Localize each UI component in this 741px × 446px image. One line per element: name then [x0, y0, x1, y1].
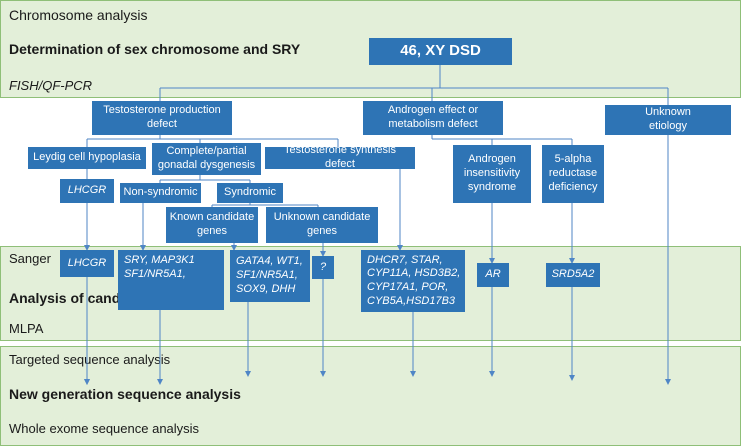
label-fish-qfpcr: FISH/QF-PCR — [9, 78, 93, 93]
label-sanger: Sanger — [9, 251, 51, 266]
box-androgen-insensitivity: Androgen insensitivity syndrome — [453, 145, 531, 203]
label-determination: Determination of sex chromosome and SRY — [9, 41, 301, 57]
box-ar-gene: AR — [477, 263, 509, 287]
box-unknown-etiology: Unknown etiology — [605, 105, 731, 135]
label-mlpa: MLPA — [9, 321, 44, 336]
box-lhcgr-top: LHCGR — [60, 179, 114, 203]
box-5-alpha-reductase: 5-alpha reductase deficiency — [542, 145, 604, 203]
box-androgen-effect: Androgen effect or metabolism defect — [363, 101, 503, 135]
box-lhcgr-gene: LHCGR — [60, 250, 114, 277]
box-gata4-genes: GATA4, WT1, SF1/NR5A1, SOX9, DHH — [230, 250, 310, 302]
label-targeted-sequence: Targeted sequence analysis — [9, 352, 171, 367]
label-whole-exome: Whole exome sequence analysis — [9, 421, 200, 436]
box-testosterone-production-defect: Testosterone production defect — [92, 101, 232, 135]
box-sry-genes: SRY, MAP3K1 SF1/NR5A1, — [118, 250, 224, 310]
box-unknown-candidate-genes: Unknown candidate genes — [266, 207, 378, 243]
box-known-candidate-genes: Known candidate genes — [166, 207, 258, 243]
box-testosterone-synthesis-defect: Testosterone synthesis defect — [265, 144, 415, 170]
box-syndromic: Syndromic — [217, 183, 283, 203]
box-gonadal-dysgenesis: Complete/partial gonadal dysgenesis — [152, 143, 261, 175]
label-chromosome-analysis: Chromosome analysis — [9, 7, 148, 23]
box-question-mark: ? — [312, 256, 334, 279]
box-dhcr7-genes: DHCR7, STAR, CYP11A, HSD3B2, CYP17A1, PO… — [361, 250, 465, 312]
box-46-xy-dsd: 46, XY DSD — [369, 38, 512, 65]
box-non-syndromic: Non-syndromic — [120, 183, 201, 203]
label-ngs: New generation sequence analysis — [9, 386, 241, 402]
box-leydig-cell-hypoplasia: Leydig cell hypoplasia — [28, 147, 146, 169]
box-srd5a2-gene: SRD5A2 — [546, 263, 600, 287]
